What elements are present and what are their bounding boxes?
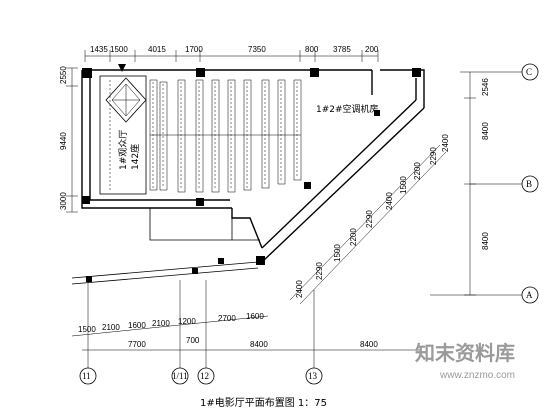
hall-seats-label: 142座 [129, 144, 141, 170]
top-dimension-chain: 1435 1500 4015 1700 7350 800 3785 200 [84, 45, 379, 62]
bottom-small-dims: 1500 2100 1600 2100 1200 2700 1600 [71, 312, 269, 337]
right-dim-2: 8400 [481, 122, 490, 140]
right-axis: 2546 8400 8400 C B A [430, 63, 539, 304]
hall-name-label: 1#观众厅 [118, 130, 129, 170]
top-dim-8: 200 [365, 45, 379, 54]
diag-dim-6: 2400 [385, 192, 394, 210]
diag-dim-10: 2400 [441, 134, 450, 152]
axis-label-12: 12 [200, 371, 209, 381]
small-dim-4: 2100 [152, 319, 170, 328]
diagonal-dimension-chain: 2400 2290 1500 2200 2290 2400 1500 2200 … [289, 134, 450, 305]
diag-dim-9: 2290 [429, 147, 438, 165]
small-dim-3: 1600 [128, 321, 146, 330]
lower-slab [71, 261, 259, 285]
axis-label-b: B [526, 179, 532, 189]
diag-dim-7: 1500 [399, 176, 408, 194]
diag-dim-4: 2200 [349, 228, 358, 246]
bottom-axis: 7700 8400 8400 700 11 1/11 12 13 [79, 280, 420, 385]
hall-walls [81, 68, 425, 265]
diag-dim-3: 1500 [333, 244, 342, 262]
bottom-dim-2: 8400 [250, 340, 268, 349]
diag-dim-5: 2290 [365, 210, 374, 228]
axis-label-13: 13 [308, 371, 318, 381]
watermark: 知末资料库 www.znzmo.com [415, 341, 515, 381]
top-dim-4: 1700 [185, 45, 203, 54]
small-dim-6: 2700 [218, 314, 236, 323]
top-dim-6: 800 [305, 45, 319, 54]
small-dim-1: 1500 [78, 325, 96, 334]
small-dim-2: 2100 [102, 323, 120, 332]
ac-room-label: 1#2#空调机房 [316, 103, 379, 115]
left-dim-1: 2550 [59, 66, 68, 84]
axis-bubble-b [521, 175, 539, 193]
room-labels: 1#观众厅 142座 1#2#空调机房 [118, 103, 379, 170]
top-dim-2: 1500 [110, 45, 128, 54]
seat-rows [149, 79, 302, 193]
axis-label-11: 11 [82, 371, 91, 381]
axis-label-1-11: 1/11 [172, 371, 188, 381]
top-dim-1: 1435 [90, 45, 108, 54]
right-dim-1: 2546 [481, 78, 490, 96]
diag-dim-8: 2200 [413, 162, 422, 180]
top-dim-5: 7350 [248, 45, 266, 54]
small-dim-5: 1200 [178, 317, 196, 326]
top-dim-7: 3785 [333, 45, 351, 54]
axis-label-c: C [526, 67, 532, 77]
top-dim-3: 4015 [148, 45, 166, 54]
watermark-url: www.znzmo.com [439, 370, 515, 381]
right-dim-3: 8400 [481, 232, 490, 250]
diag-dim-1: 2400 [295, 280, 304, 298]
left-dim-3: 3000 [59, 192, 68, 210]
axis-bubble-c [521, 63, 539, 81]
diag-dim-2: 2290 [315, 262, 324, 280]
bottom-dim-small: 700 [186, 336, 200, 345]
plan-caption: 1#电影厅平面布置图 1：75 [200, 396, 327, 409]
watermark-text: 知末资料库 [415, 341, 515, 365]
stage-screen [99, 64, 147, 195]
left-dimension-chain: 2550 9440 3000 [59, 66, 78, 213]
axis-label-a: A [526, 290, 533, 300]
left-dim-2: 9440 [59, 132, 68, 150]
bottom-dim-1: 7700 [128, 340, 146, 349]
axis-bubble-a [521, 286, 539, 304]
bottom-dim-3: 8400 [360, 340, 378, 349]
small-dim-7: 1600 [246, 312, 264, 321]
